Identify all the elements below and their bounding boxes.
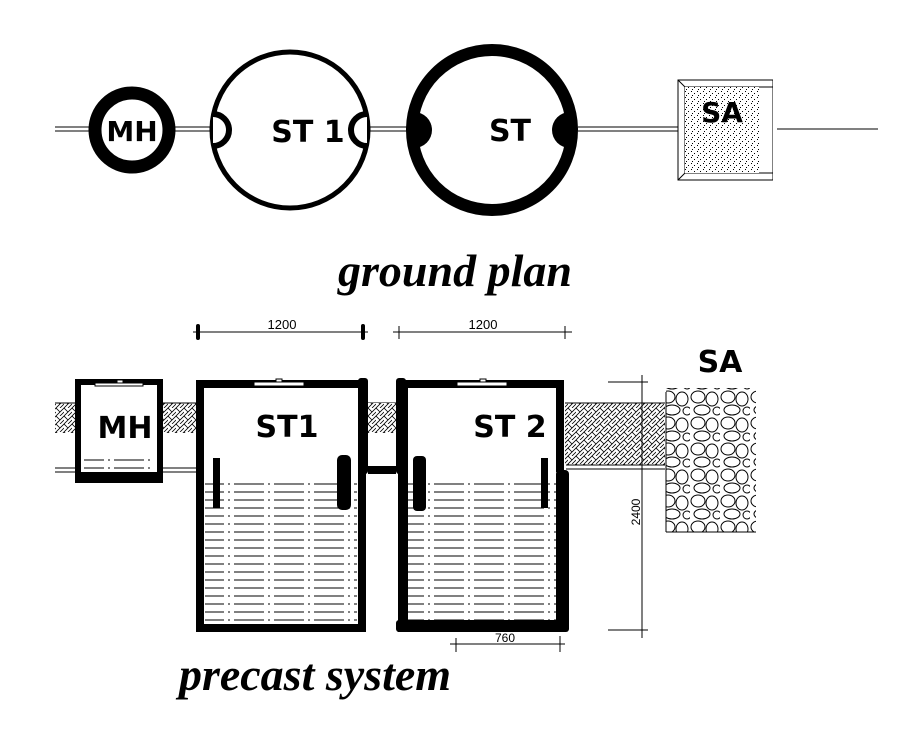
- section-manhole-label: MH: [98, 411, 153, 446]
- section-septic-tank-1: ST1: [196, 378, 366, 632]
- section-septic-tank-2: ST 2: [396, 378, 569, 632]
- plan-manhole: MH: [88, 86, 176, 174]
- plan-pipes: [55, 126, 878, 132]
- dimension-tank1-width-label: 1200: [268, 317, 297, 332]
- section-soakaway-label: SA: [698, 345, 744, 380]
- precast-system: 1200 1200: [55, 317, 756, 700]
- section-tank2-label: ST 2: [473, 410, 546, 445]
- dimension-tank2-width: 1200: [393, 317, 572, 339]
- dimension-base-width-label: 760: [495, 631, 515, 645]
- plan-tank1-label: ST 1: [271, 115, 344, 150]
- ground-plan: MH ST 1 ST SA ground plan: [55, 44, 878, 296]
- precast-system-title: precast system: [175, 649, 451, 700]
- plan-soakaway-label: SA: [701, 96, 743, 129]
- section-soakaway: SA: [665, 345, 756, 533]
- plan-septic-tank-1: ST 1: [209, 49, 371, 211]
- dimension-tank2-width-label: 1200: [469, 317, 498, 332]
- plan-septic-tank-2: ST: [406, 44, 578, 216]
- section-manhole: MH: [75, 379, 163, 483]
- plan-manhole-label: MH: [106, 115, 157, 148]
- dimension-base-width: 760: [450, 631, 565, 652]
- ground-plan-title: ground plan: [337, 245, 572, 296]
- dimension-tank1-width: 1200: [193, 317, 368, 340]
- plan-tank2-label: ST: [489, 114, 532, 149]
- section-tank1-label: ST1: [256, 410, 319, 445]
- dimension-depth: 2400: [608, 375, 648, 638]
- dimension-depth-label: 2400: [629, 498, 643, 525]
- plan-soakaway: SA: [677, 78, 777, 182]
